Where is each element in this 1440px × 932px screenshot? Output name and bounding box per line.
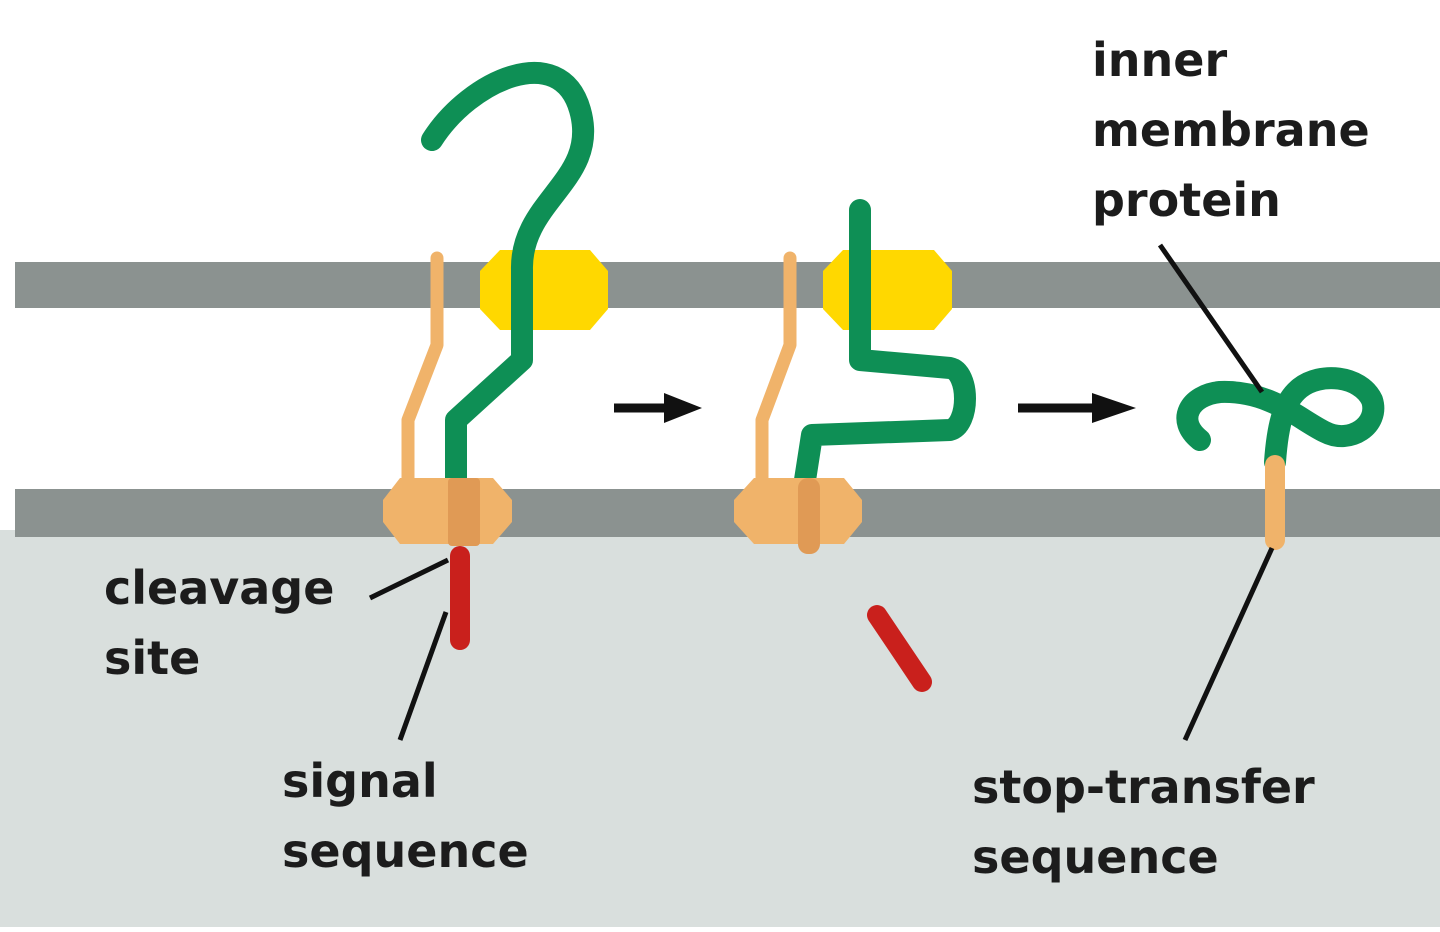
leader-inner-membrane-protein bbox=[1157, 243, 1265, 394]
stage2-orange-chain bbox=[755, 251, 797, 507]
label-line: protein bbox=[1092, 173, 1281, 227]
label-stop-transfer-sequence: stop-transfer sequence bbox=[972, 752, 1315, 892]
stage1-inner-translocator bbox=[383, 478, 512, 544]
stage3-green-loop bbox=[1176, 367, 1385, 473]
leader-signal-sequence bbox=[397, 611, 449, 741]
label-inner-membrane-protein: inner membrane protein bbox=[1092, 25, 1370, 235]
stage2-green-chain bbox=[794, 199, 976, 491]
inner-membrane bbox=[15, 489, 1440, 537]
stage1-chain-in-channel bbox=[448, 478, 480, 546]
label-signal-sequence: signal sequence bbox=[282, 746, 529, 886]
label-line: cleavage bbox=[104, 561, 335, 615]
stage2-outer-translocator bbox=[823, 250, 952, 330]
label-line: sequence bbox=[972, 830, 1219, 884]
arrow-1 bbox=[614, 393, 702, 423]
stage2-chain-in-channel bbox=[798, 478, 820, 554]
stage1-outer-translocator bbox=[480, 250, 608, 330]
label-line: membrane bbox=[1092, 103, 1370, 157]
label-line: site bbox=[104, 631, 201, 685]
label-line: sequence bbox=[282, 824, 529, 878]
label-line: signal bbox=[282, 754, 438, 808]
leader-cleavage-site bbox=[368, 557, 450, 601]
matrix-region bbox=[0, 530, 1440, 927]
label-line: stop-transfer bbox=[972, 760, 1315, 814]
stage2-cleaved-signal bbox=[867, 605, 932, 692]
leader-stop-transfer-sequence bbox=[1182, 546, 1275, 742]
arrow-2 bbox=[1018, 393, 1136, 423]
label-line: inner bbox=[1092, 33, 1228, 87]
label-cleavage-site: cleavage site bbox=[104, 553, 334, 693]
outer-membrane bbox=[15, 262, 1440, 308]
stage1-green-chain bbox=[421, 61, 595, 491]
stage1-orange-chain bbox=[401, 251, 444, 507]
